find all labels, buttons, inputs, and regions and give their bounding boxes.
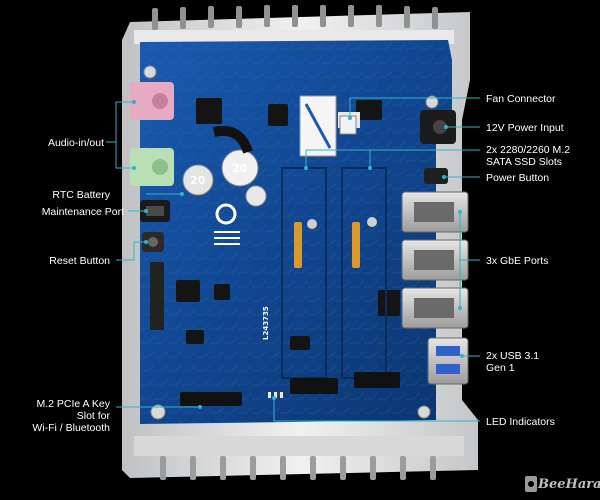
label-audio: Audio-in/out <box>47 137 104 149</box>
leader-lines <box>106 97 480 422</box>
led-strip <box>268 392 283 398</box>
watermark: BeeHara <box>524 470 600 496</box>
leader-ssd <box>305 149 480 168</box>
battery-number-1: 20 <box>190 174 206 187</box>
label-power-input: 12V Power Input <box>486 122 564 134</box>
label-power-button: Power Button <box>486 172 550 184</box>
reset-button <box>142 232 164 252</box>
audio-jacks <box>130 82 174 186</box>
label-usb: 2x USB 3.1 Gen 1 <box>486 350 540 374</box>
power-button <box>424 168 448 184</box>
maintenance-port <box>140 200 170 222</box>
leader-reset <box>116 241 146 261</box>
power-input-jack <box>420 110 456 144</box>
label-ssd-slots: 2x 2280/2260 M.2 SATA SSD Slots <box>486 144 571 168</box>
board-marks: 20 20 L243735 <box>190 162 270 340</box>
chips <box>176 98 400 350</box>
leader-gbe <box>459 212 480 308</box>
watermark-logo-icon <box>525 476 537 492</box>
logo-mark <box>214 203 240 245</box>
leader-audio <box>106 101 134 169</box>
bottom-fins <box>160 456 436 480</box>
label-rtc-battery: RTC Battery <box>52 189 110 201</box>
leader-dots <box>132 100 464 409</box>
label-gbe-ports: 3x GbE Ports <box>486 255 549 267</box>
top-fins <box>152 5 438 30</box>
watermark-text: BeeHara <box>538 477 600 492</box>
label-m2-wifi: M.2 PCIe A Key Slot for Wi-Fi / Bluetoot… <box>32 398 110 434</box>
serial-text: L243735 <box>262 306 270 340</box>
label-fan-connector: Fan Connector <box>486 93 556 105</box>
label-maintenance-port: Maintenance Port <box>41 206 124 218</box>
usb-ports <box>427 337 469 385</box>
rtc-battery <box>182 126 259 196</box>
ethernet-ports <box>401 191 469 329</box>
battery-number-2: 20 <box>232 162 248 175</box>
leader-fan <box>349 97 480 118</box>
label-reset-button: Reset Button <box>49 255 110 267</box>
gpio-header <box>150 262 164 330</box>
m2-slots <box>180 372 400 406</box>
leader-led <box>273 398 480 422</box>
fan-connector <box>339 115 357 135</box>
label-led-indicators: LED Indicators <box>486 416 555 428</box>
